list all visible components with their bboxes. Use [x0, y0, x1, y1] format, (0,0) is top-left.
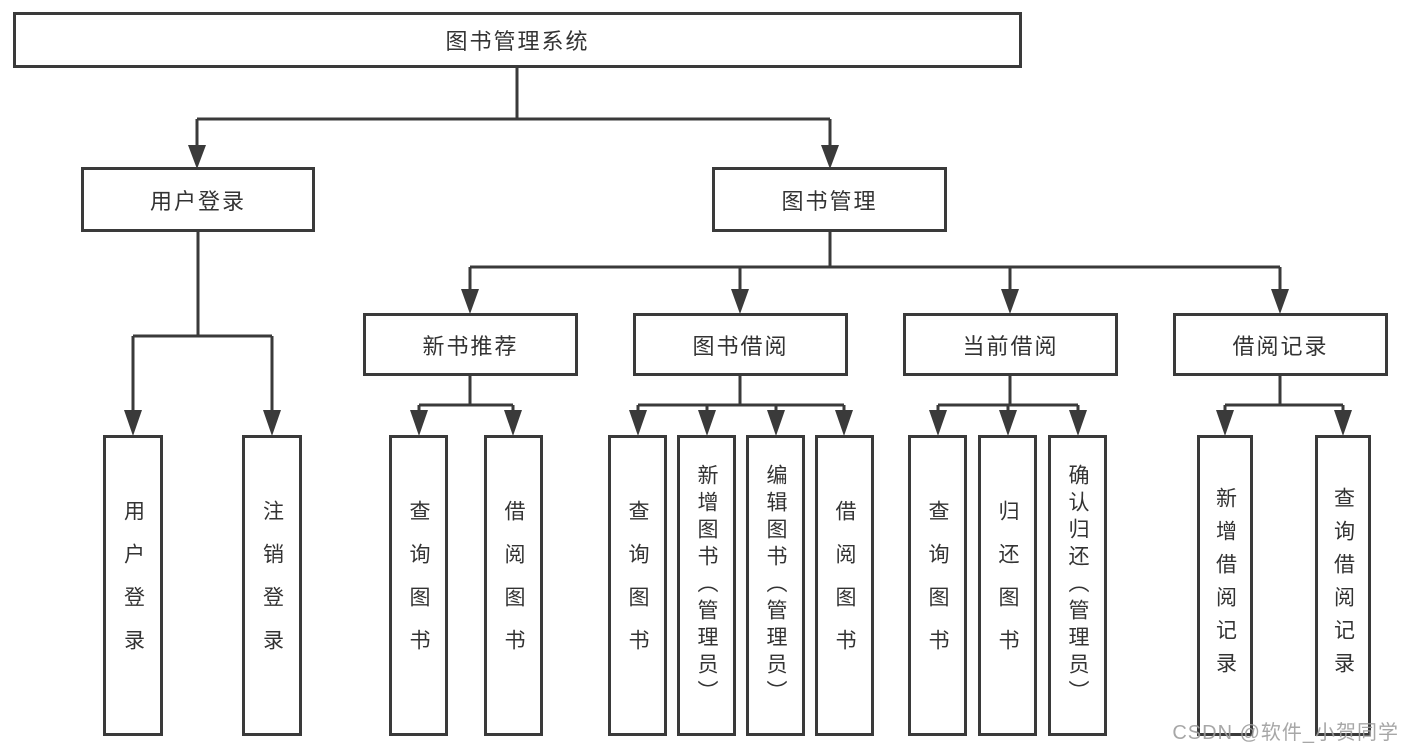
leaf-add-borrow-record: 新增借阅记录: [1197, 435, 1253, 736]
node-current-borrowing: 当前借阅: [903, 313, 1118, 376]
leaf-add-books-admin: 新增图书（管理员）: [677, 435, 736, 736]
leaf-query-books-recommend: 查询图书: [389, 435, 448, 736]
leaf-query-books-borrowing: 查询图书: [608, 435, 667, 736]
node-borrowing-records: 借阅记录: [1173, 313, 1388, 376]
leaf-borrow-books-borrowing: 借阅图书: [815, 435, 874, 736]
node-book-borrowing: 图书借阅: [633, 313, 848, 376]
leaf-user-login: 用户登录: [103, 435, 163, 736]
leaf-query-borrow-record: 查询借阅记录: [1315, 435, 1371, 736]
leaf-logout-login: 注销登录: [242, 435, 302, 736]
leaf-query-books-current: 查询图书: [908, 435, 967, 736]
node-root: 图书管理系统: [13, 12, 1022, 68]
node-user-login: 用户登录: [81, 167, 315, 232]
leaf-return-books: 归还图书: [978, 435, 1037, 736]
leaf-borrow-books-recommend: 借阅图书: [484, 435, 543, 736]
connector-arrowheads: [124, 145, 1352, 436]
node-new-book-recommendation: 新书推荐: [363, 313, 578, 376]
node-book-management: 图书管理: [712, 167, 947, 232]
csdn-watermark: CSDN @软件_小贺同学: [1172, 722, 1399, 744]
leaf-confirm-return-admin: 确认归还（管理员）: [1048, 435, 1107, 736]
leaf-edit-books-admin: 编辑图书（管理员）: [746, 435, 805, 736]
connector-trunks: [131, 68, 1345, 410]
